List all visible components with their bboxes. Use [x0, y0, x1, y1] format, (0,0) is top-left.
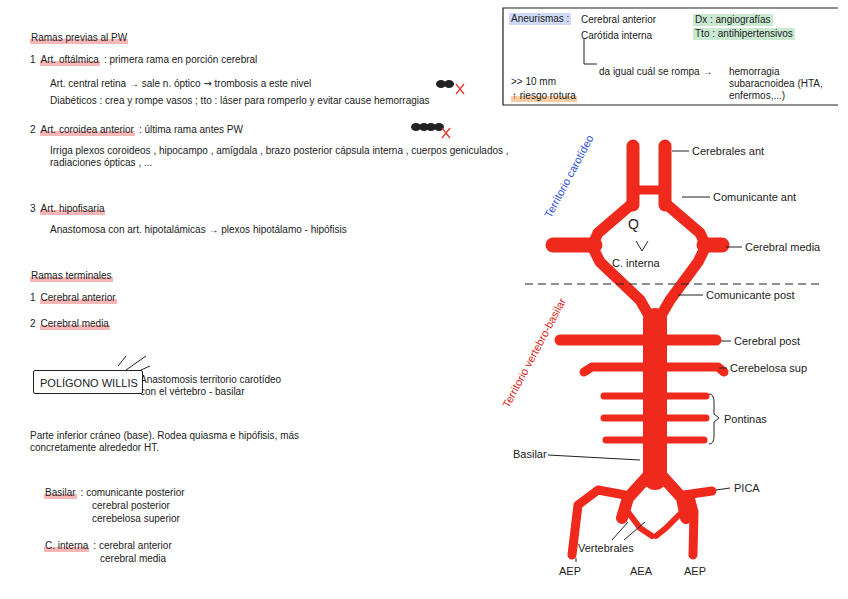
note-box: Aneurismas : Cerebral anteriorCarótida in… [503, 8, 841, 106]
leader-line [584, 38, 597, 64]
note-text: Parte inferior cráneo (base). Rodea quia… [30, 430, 305, 454]
title-box: POLÍGONO WILLIS [33, 370, 143, 394]
artery-name: Art. coroidea anterior [40, 124, 135, 136]
part-label: Cerebelosa sup [730, 362, 807, 374]
note-text: Irriga plexos coroideos , hipocampo , am… [50, 145, 550, 169]
note-text: cerebral posterior [92, 500, 170, 512]
item-number: 2 [30, 124, 36, 136]
section-heading: Ramas previas al PW [30, 32, 128, 44]
note-text: Diabéticos : crea y rompe vasos ; tto : … [50, 95, 430, 107]
note-text: cerebelosa superior [92, 513, 180, 525]
part-label: Basilar [513, 448, 547, 460]
part-label: Pontinas [724, 413, 767, 425]
note-text: Anastomosa con art. hipotalámicas → plex… [50, 224, 347, 236]
note-text: : primera rama en porción cerebral [104, 54, 257, 66]
note-text: Cerebral anterior [581, 14, 656, 26]
artery-name: C. interna [44, 540, 89, 552]
part-label: Comunicante ant [713, 191, 796, 203]
note-text: : última rama antes PW [139, 124, 243, 136]
box-title: POLÍGONO WILLIS [40, 377, 138, 389]
territory-divider [525, 283, 822, 284]
item-number: 1 [30, 292, 36, 304]
note-text: da igual cuál se rompa → [599, 66, 712, 78]
part-label: AEA [630, 565, 652, 577]
note-text: Tto : antihipertensivos [693, 28, 795, 40]
note-text: Dx : angiografías [693, 14, 773, 26]
note-text: Carótida interna [581, 30, 652, 42]
part-label: Comunicante post [706, 289, 795, 301]
leader-line [548, 151, 742, 562]
note-heading: Aneurismas : [509, 13, 571, 25]
part-label: Territorio carotídeo [542, 133, 596, 220]
artery-name: Basilar [44, 487, 77, 499]
artery-name: Cerebral media [40, 318, 110, 330]
part-label: Vertebrales [578, 542, 634, 554]
note-text: cerebral media [100, 553, 166, 565]
part-label: AEP [684, 565, 706, 577]
note-text: : cerebral anterior [93, 540, 171, 552]
part-label: Territorio vertebro-basilar [500, 296, 568, 410]
artery-name: Art. oftálmica [40, 54, 100, 66]
artery-drawing [553, 146, 724, 555]
part-label: Q [628, 218, 639, 230]
cross-mark [442, 84, 464, 138]
note-text: >> 10 mm [511, 76, 556, 88]
item-number: 2 [30, 318, 36, 330]
part-label: Cerebrales ant [692, 145, 764, 157]
note-text: Anastomosis territorio carotídeo con el … [140, 374, 290, 398]
note-frame [503, 8, 838, 105]
item-number: 1 [30, 54, 36, 66]
artery-name: Art. hipofisaria [40, 203, 106, 215]
note-text: Art. central retina → sale n. óptico ⇝ t… [50, 78, 311, 90]
part-label: C. interna [612, 257, 660, 269]
item-number: 3 [30, 203, 36, 215]
note-text: ↑ riesgo rotura [511, 90, 577, 102]
part-label: PICA [734, 482, 760, 494]
note-text: hemorragia subaracnoidea (HTA, enfermos,… [729, 66, 837, 102]
section-heading: Ramas terminales [30, 270, 113, 282]
part-label: Cerebral media [745, 241, 820, 253]
part-label: AEP [559, 565, 581, 577]
part-label: Cerebral post [734, 335, 800, 347]
artery-name: Cerebral anterior [40, 292, 117, 304]
note-text: : comunicante posterior [81, 487, 185, 499]
